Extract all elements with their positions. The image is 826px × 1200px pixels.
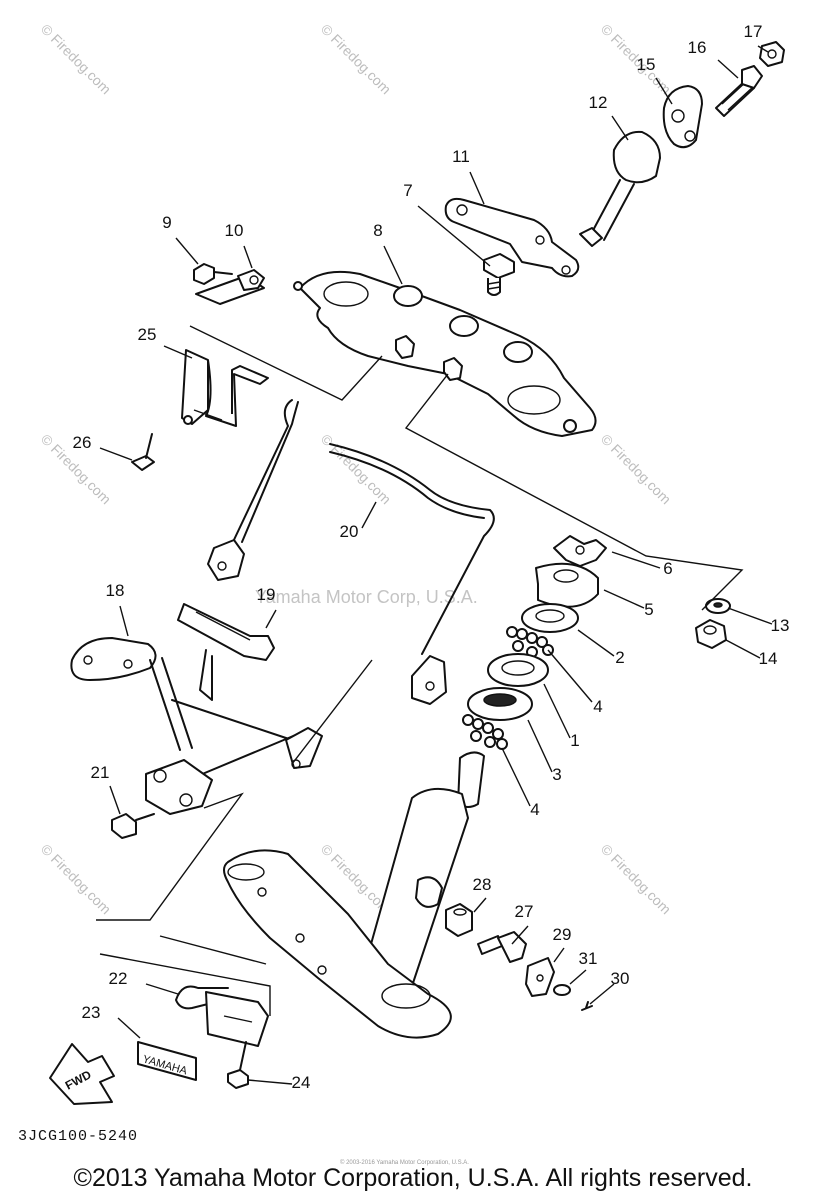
stay-rod (207, 399, 495, 705)
callout-number: 9 (162, 213, 171, 232)
watermark-site: © Firedog.com (598, 431, 674, 507)
diagram-code: 3JCG100-5240 (18, 1128, 139, 1145)
callout-number: 1 (570, 731, 579, 750)
callout-number: 27 (515, 902, 534, 921)
callout-number: 29 (553, 925, 572, 944)
callout-number: 17 (744, 22, 763, 41)
watermark-site: © Firedog.com (318, 21, 394, 97)
callout-number: 21 (91, 763, 110, 782)
callout-number: 4 (593, 697, 602, 716)
callout-number: 31 (579, 949, 598, 968)
callout-number: 6 (663, 559, 672, 578)
callout-number: 25 (138, 325, 157, 344)
callout-leaders (99, 45, 773, 1085)
callout-number: 10 (225, 221, 244, 240)
callout-number: 18 (106, 581, 125, 600)
callout-number: 30 (611, 969, 630, 988)
callout-number: 4 (530, 800, 539, 819)
callout-number: 19 (257, 585, 276, 604)
washer-and-nut (695, 598, 731, 649)
fwd-arrow-icon: FWD (49, 1043, 115, 1105)
callout-number: 14 (759, 649, 778, 668)
watermark-layer: © Firedog.com © Firedog.com © Firedog.co… (38, 21, 674, 917)
callout-number: 15 (637, 55, 656, 74)
bolt-and-clip (193, 263, 265, 305)
callout-number: 24 (292, 1073, 311, 1092)
callout-number: 22 (109, 969, 128, 988)
under-bracket-shaft (223, 751, 485, 1039)
watermark-site: © Firedog.com (38, 21, 114, 97)
watermark-yamaha: Yamaha Motor Corp, U.S.A. (255, 587, 478, 607)
bracket-bolt (111, 813, 155, 839)
callout-number: 3 (552, 765, 561, 784)
callout-number: 20 (340, 522, 359, 541)
lock-parts (445, 903, 593, 1011)
upper-bracket (293, 270, 597, 437)
watermark-site: © Firedog.com (38, 841, 114, 917)
callout-number: 13 (771, 616, 790, 635)
callout-number: 23 (82, 1003, 101, 1022)
callout-number: 5 (644, 600, 653, 619)
headlight-stay (70, 637, 323, 815)
callout-number: 2 (615, 648, 624, 667)
watermark-site: © Firedog.com (598, 841, 674, 917)
reference-lines (96, 325, 744, 1016)
callout-number: 7 (403, 181, 412, 200)
emblem-parts: YAMAHA (137, 985, 269, 1089)
handle-clamp-parts (444, 41, 785, 296)
callout-number: 16 (688, 38, 707, 57)
callout-number: 11 (452, 147, 470, 166)
copyright-notice: ©2013 Yamaha Motor Corporation, U.S.A. A… (73, 1164, 753, 1192)
tiny-credit: © 2003-2016 Yamaha Motor Corporation, U.… (340, 1160, 469, 1166)
ball-bearings-lower (462, 714, 508, 750)
bearing-stack (462, 535, 607, 750)
callout-number: 12 (589, 93, 608, 112)
side-bracket (131, 349, 269, 471)
callout-number: 8 (373, 221, 382, 240)
cable-band (177, 603, 275, 661)
callout-number: 28 (473, 875, 492, 894)
callout-number: 26 (73, 433, 92, 452)
